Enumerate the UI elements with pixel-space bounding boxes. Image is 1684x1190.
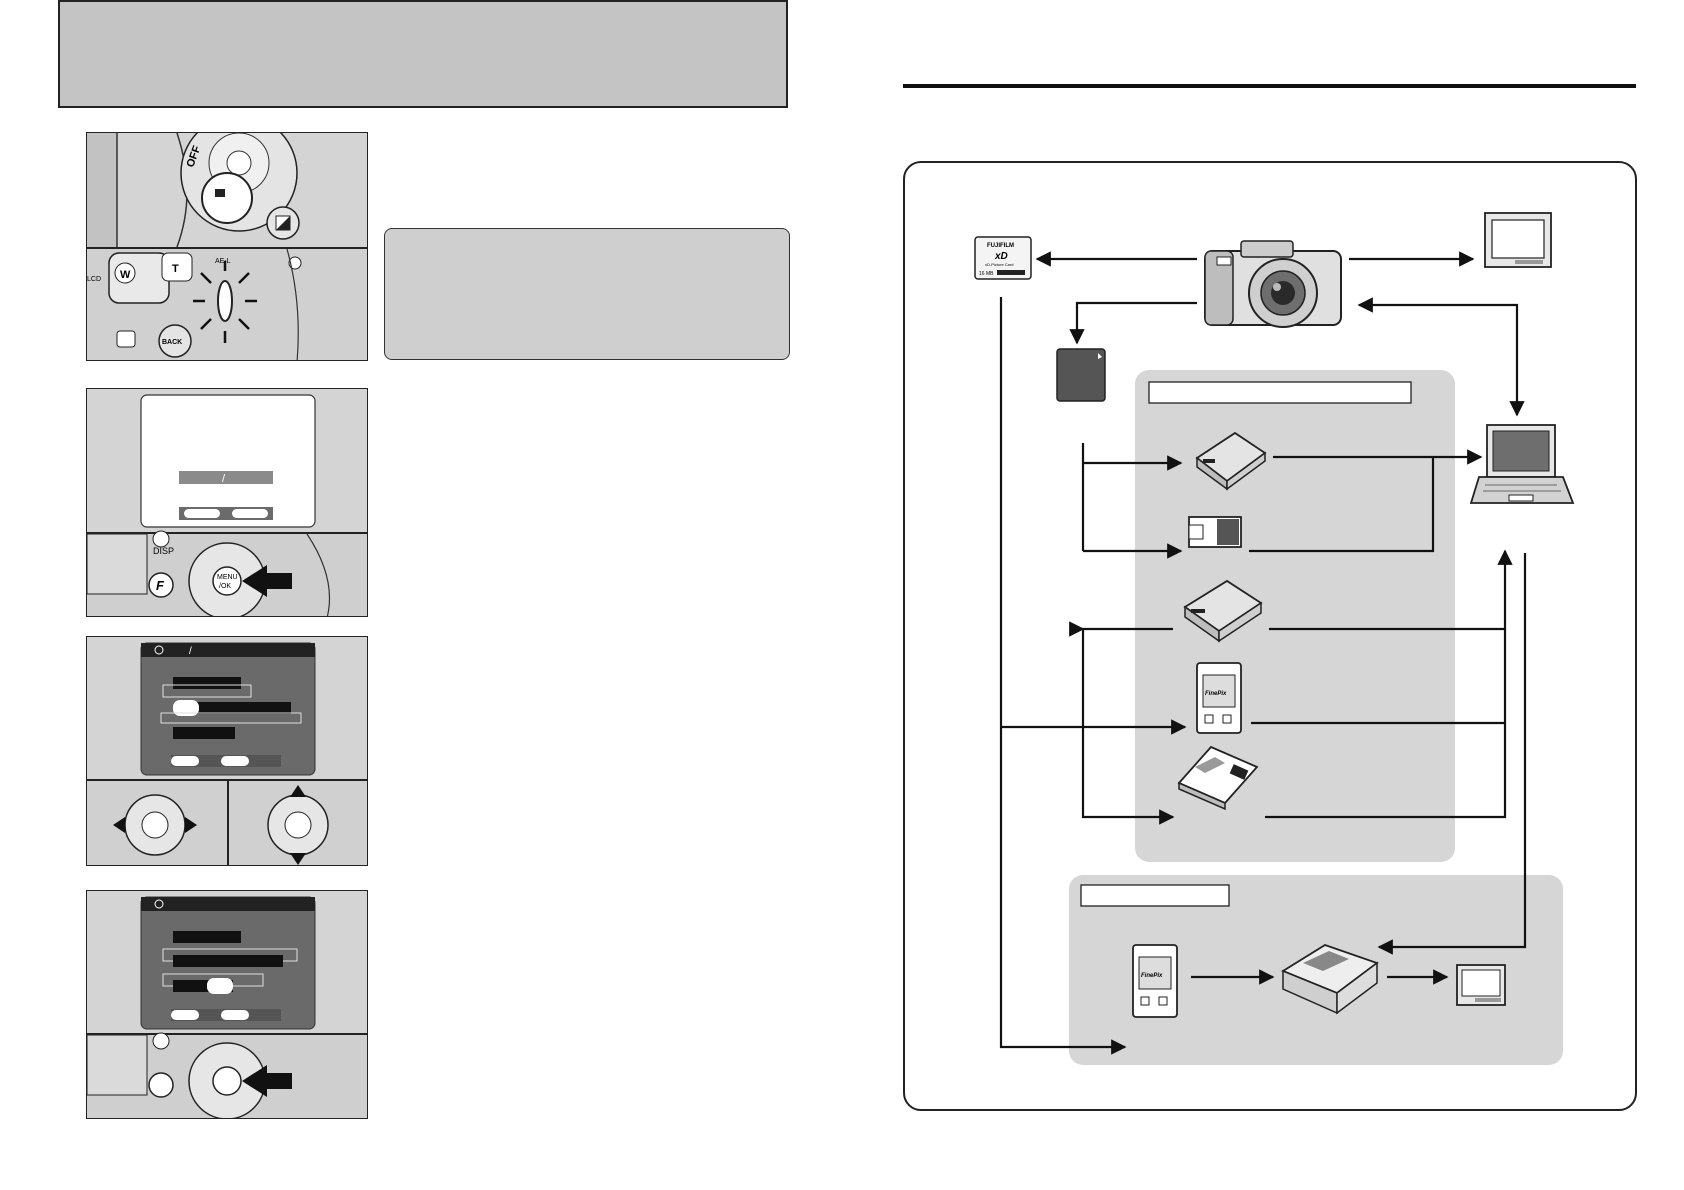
xd-type: xD-Picture Card: [985, 262, 1013, 267]
setting-title-separator: /: [189, 646, 192, 657]
menu-label: MENU: [217, 574, 238, 581]
xd-logo: xD: [994, 251, 1008, 262]
xd-size: 16 MB: [979, 271, 994, 277]
camera-top-illustration: OFF W T AE-L BACK LCD: [87, 133, 367, 360]
pc-card-adapter-icon: [1188, 516, 1242, 548]
connection-diagram-svg: FUJIFILM xD xD-Picture Card 16 MB: [974, 212, 1575, 1065]
pc-group-label-box: [1148, 381, 1412, 404]
print-group-label-box: [1080, 884, 1230, 907]
date-prompt-illustration: / DISP F MENU /OK: [87, 389, 367, 616]
xd-card: FUJIFILM xD xD-Picture Card 16 MB: [974, 236, 1032, 280]
ael-label: AE-L: [215, 258, 231, 265]
compactflash-adapter-icon: [1177, 745, 1259, 811]
print-adapter-brand: FinePix: [1141, 973, 1163, 979]
illustration-power-on: OFF W T AE-L BACK LCD: [86, 132, 368, 361]
lcd-label: LCD: [87, 276, 101, 283]
ok-label: /OK: [219, 583, 231, 590]
finepix-adapter-brand: FinePix: [1205, 691, 1227, 697]
connection-diagram: FUJIFILM xD xD-Picture Card 16 MB: [903, 161, 1637, 1111]
laptop-icon: [1469, 424, 1575, 504]
connection-lines: [999, 251, 1527, 1055]
note-box: [384, 228, 790, 360]
t-button-label: T: [172, 263, 179, 275]
usb-reader-icon: [1183, 579, 1263, 643]
card-reader-icon: [1195, 431, 1267, 491]
print-adapter-icon: FinePix: [1132, 944, 1178, 1018]
section-header-band: [58, 0, 788, 108]
f-button-label: F: [156, 578, 165, 593]
w-button-label: W: [120, 269, 131, 281]
illustration-date-setting: /: [86, 636, 368, 866]
pc-card-group: [1135, 370, 1455, 862]
confirm-illustration: [87, 891, 367, 1118]
xd-brand: FUJIFILM: [987, 243, 1014, 249]
tv-small-icon: [1456, 964, 1506, 1006]
date-setting-illustration: /: [87, 637, 367, 865]
printer-icon: [1281, 944, 1379, 1015]
disp-label: DISP: [153, 546, 174, 556]
back-button-label: BACK: [162, 339, 182, 346]
illustration-date-prompt: / DISP F MENU /OK: [86, 388, 368, 617]
date-prompt-separator: /: [222, 473, 226, 485]
finepix-adapter-icon: FinePix: [1196, 662, 1242, 734]
illustration-confirm: [86, 890, 368, 1119]
tv-icon: [1484, 212, 1552, 268]
right-page-rule: [903, 84, 1636, 88]
camera-icon: [1204, 240, 1342, 328]
memory-card-icon: [1056, 348, 1106, 402]
